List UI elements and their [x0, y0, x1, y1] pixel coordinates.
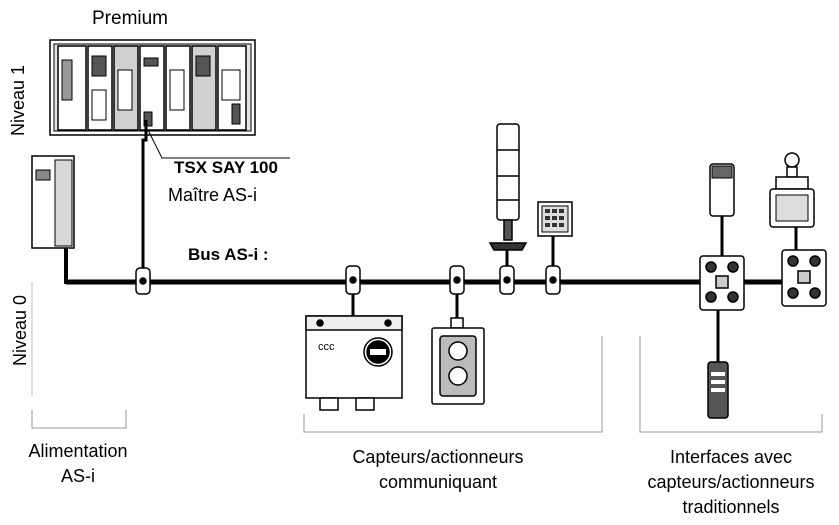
proximity-sensor	[707, 310, 729, 419]
bus-tap-pushbutton	[449, 265, 465, 295]
bracket-sensors	[303, 336, 603, 433]
bus-tap-beacon	[499, 265, 515, 295]
power-supply-label-line1: Alimentation	[28, 441, 128, 461]
bus-label: Bus AS-i :	[188, 245, 269, 264]
level-0-label: Niveau 0	[10, 294, 30, 366]
bus-tap-starter	[345, 265, 361, 295]
communicating-devices-label-line2: communiquant	[378, 472, 498, 492]
power-supply-unit	[31, 155, 75, 249]
keypad-terminal	[537, 201, 573, 266]
bracket-power	[31, 410, 127, 429]
interfaces-label-line2: capteurs/actionneurs	[647, 472, 815, 492]
power-supply-label: Alimentation AS-i	[12, 440, 144, 487]
interfaces-label-line1: Interfaces avec	[669, 447, 793, 467]
communicating-devices-label: Capteurs/actionneurs communiquant	[318, 446, 558, 493]
premium-plc-rack	[49, 39, 256, 136]
level-1-label: Niveau 1	[8, 64, 28, 136]
interfaces-label-line3: traditionnels	[682, 497, 780, 517]
module-leader-line	[147, 129, 290, 159]
motor-starter-leds: ccc	[318, 341, 335, 353]
module-reference: TSX SAY 100	[174, 158, 278, 177]
plc-label: Premium	[92, 8, 169, 29]
power-supply-label-line2: AS-i	[60, 466, 95, 486]
pushbutton-station	[431, 317, 485, 405]
bus-tap-master	[135, 267, 151, 295]
interface-module-2	[781, 249, 827, 307]
bracket-interfaces	[639, 336, 823, 433]
power-supply-cable	[64, 248, 78, 284]
bus-tap-keypad	[545, 265, 561, 295]
communicating-devices-label-line1: Capteurs/actionneurs	[352, 447, 524, 467]
motor-starter	[305, 315, 403, 411]
stack-light-beacon	[488, 123, 528, 266]
master-connection-line	[141, 120, 148, 268]
master-label: Maître AS-i	[168, 185, 258, 205]
traditional-sensor-top	[709, 163, 735, 256]
interface-module-1	[699, 255, 745, 311]
limit-switch	[769, 152, 815, 250]
interfaces-label: Interfaces avec capteurs/actionneurs tra…	[626, 446, 836, 518]
